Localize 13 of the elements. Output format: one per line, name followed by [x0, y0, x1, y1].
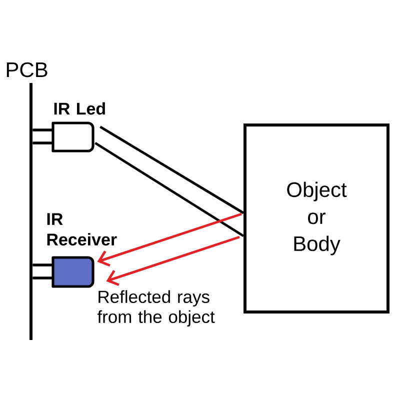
- object-box: Object or Body: [244, 124, 390, 314]
- ray-line: [94, 142, 244, 238]
- arrow: [106, 236, 240, 286]
- lead-wire: [32, 264, 53, 266]
- lead-wire: [32, 142, 53, 144]
- component-label: IR Led: [54, 102, 105, 115]
- lead-wire: [32, 128, 53, 132]
- arrow: [97, 212, 242, 267]
- board-label: PCB: [6, 62, 48, 78]
- lead-wire: [32, 276, 53, 280]
- annotation: Reflected rays from the object: [97, 290, 215, 327]
- ray-line: [100, 126, 244, 214]
- component-label: IR Receiver: [47, 213, 117, 246]
